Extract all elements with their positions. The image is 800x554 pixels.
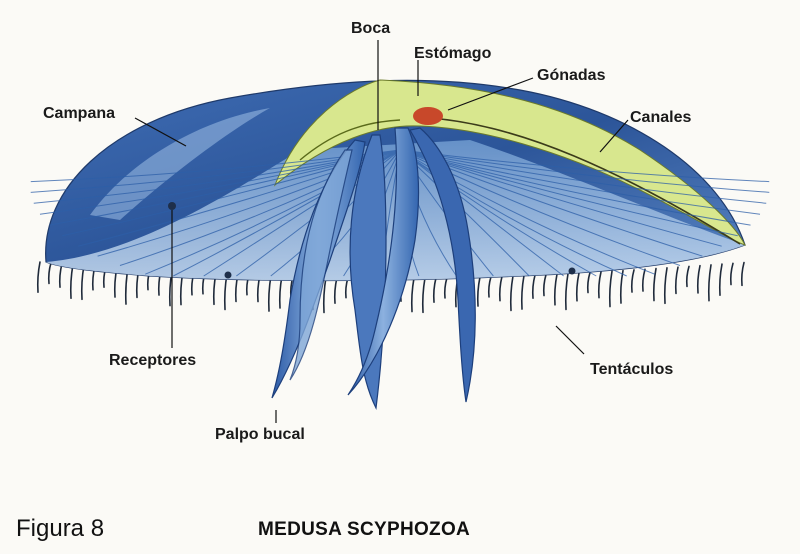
tentacle <box>663 267 668 305</box>
tentacle <box>520 274 525 310</box>
label-gonadas: Gónadas <box>537 67 606 84</box>
tentacle <box>729 262 734 286</box>
tentacle <box>333 276 338 305</box>
vein <box>399 149 767 204</box>
tentacle <box>509 275 514 312</box>
oral-arms <box>271 127 476 411</box>
tentacle <box>707 264 712 302</box>
canal-line <box>429 117 741 245</box>
label-palpo-bucal: Palpo bucal <box>215 426 305 443</box>
tentacle <box>553 273 558 306</box>
tentacle <box>674 266 679 295</box>
tentacle <box>740 261 745 287</box>
figure-number: Figura 8 <box>16 515 105 542</box>
figure-title: MEDUSA SCYPHOZOA <box>258 519 471 540</box>
tentacle <box>531 274 536 300</box>
vein <box>399 149 627 277</box>
tentacle <box>652 267 657 302</box>
tentacle <box>476 276 481 307</box>
tentacle <box>322 276 327 314</box>
label-campana: Campana <box>43 105 116 122</box>
receptor-knob <box>168 202 176 210</box>
tentacle <box>718 263 723 297</box>
tentacle <box>69 263 74 300</box>
label-boca: Boca <box>351 20 391 37</box>
tentacle <box>641 268 646 292</box>
tentacle <box>47 261 52 285</box>
tentacle <box>432 276 437 303</box>
label-canales: Canales <box>630 109 692 126</box>
label-receptores: Receptores <box>109 352 197 369</box>
tentacle <box>36 261 41 293</box>
tentacle <box>487 275 492 298</box>
tentacle <box>443 276 448 299</box>
receptor-knob <box>568 267 576 275</box>
tentacle <box>58 262 63 288</box>
label-tentaculos: Tentáculos <box>590 361 674 378</box>
vein <box>399 149 597 277</box>
tentacle <box>696 264 701 294</box>
tentacle <box>80 264 85 301</box>
tentacle <box>542 273 547 297</box>
tentacle <box>421 277 426 314</box>
tentacle <box>564 272 569 311</box>
tentacle <box>498 275 503 302</box>
label-estomago: Estómago <box>414 45 492 62</box>
canal-line-2 <box>299 119 401 161</box>
tentacle <box>685 265 690 288</box>
tentacle <box>630 269 635 293</box>
vein <box>399 149 770 183</box>
vein <box>399 149 770 193</box>
tentacle <box>575 272 580 302</box>
receptor-knob <box>224 271 232 279</box>
leader-lines <box>134 60 629 423</box>
tentacle <box>597 271 602 299</box>
tentacle <box>619 269 624 304</box>
tentacle <box>586 271 591 294</box>
tentacle <box>267 274 272 312</box>
gonad-blob <box>413 107 443 125</box>
stomach-region <box>273 79 746 246</box>
tentacle <box>608 270 613 308</box>
vein <box>399 149 564 277</box>
tentacle <box>410 277 415 313</box>
